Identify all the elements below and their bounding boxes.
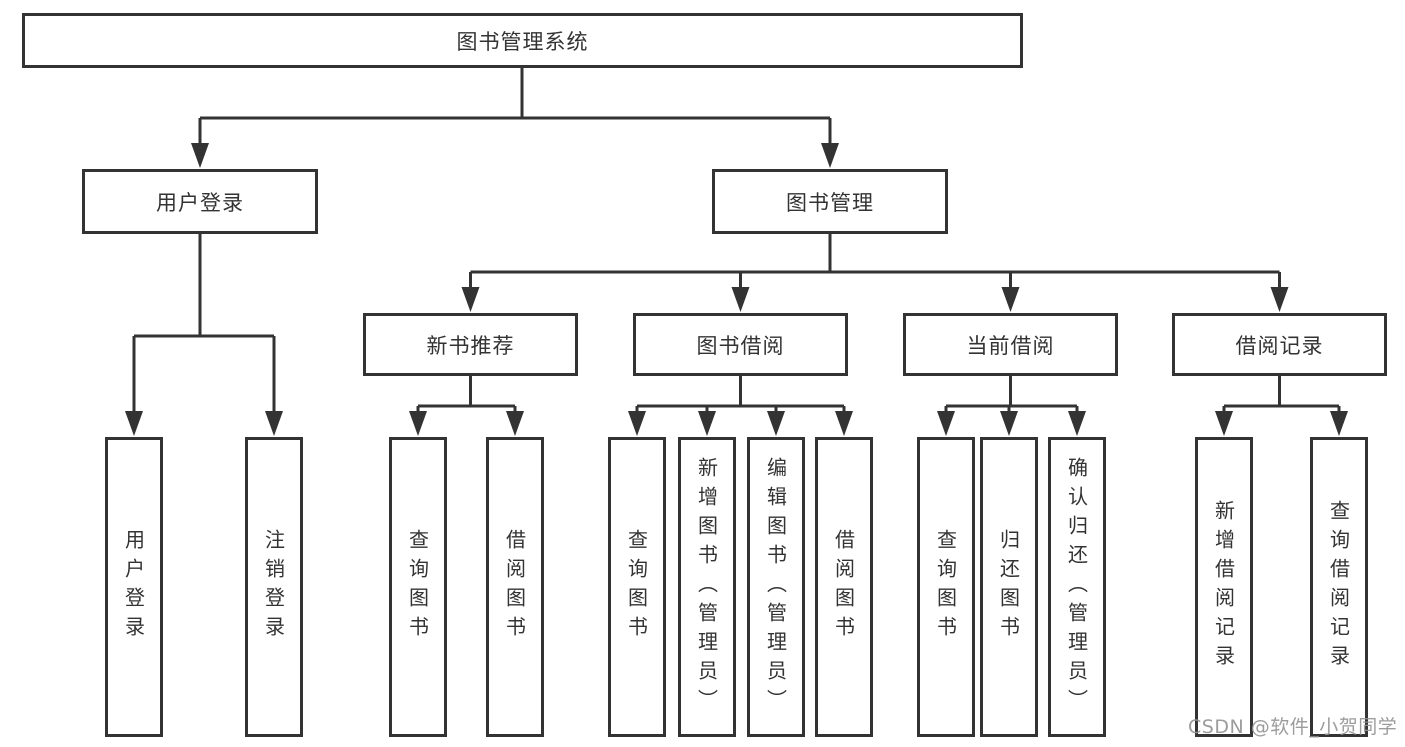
leaf-query-books-recommend: 查询图书 — [389, 437, 447, 737]
node-root-system: 图书管理系统 — [22, 13, 1023, 68]
node-book-management: 图书管理 — [712, 169, 948, 234]
node-user-login: 用户登录 — [82, 169, 318, 234]
connector-borrow-record-to-children — [1215, 376, 1348, 436]
node-borrowing-records: 借阅记录 — [1172, 313, 1387, 376]
leaf-add-books-admin: 新增图书（管理员） — [678, 437, 736, 737]
leaf-borrow-books: 借阅图书 — [815, 437, 873, 737]
leaf-edit-books-admin: 编辑图书（管理员） — [747, 437, 805, 737]
leaf-logout: 注销登录 — [245, 437, 303, 737]
leaf-query-books-current: 查询图书 — [917, 437, 975, 737]
leaf-user-login: 用户登录 — [105, 437, 163, 737]
node-book-borrowing: 图书借阅 — [633, 313, 848, 376]
leaf-return-books: 归还图书 — [980, 437, 1038, 737]
leaf-query-books-borrow: 查询图书 — [608, 437, 666, 737]
leaf-borrow-books-recommend: 借阅图书 — [486, 437, 544, 737]
connector-book-borrow-to-children — [628, 376, 853, 436]
csdn-watermark: CSDN @软件_小贺同学 — [1188, 716, 1398, 738]
connector-book-mgmt-to-level3 — [461, 234, 1289, 312]
leaf-query-borrow-record: 查询借阅记录 — [1310, 437, 1368, 737]
connector-new-book-to-children — [409, 376, 524, 436]
leaf-confirm-return-admin: 确认归还（管理员） — [1048, 437, 1106, 737]
connector-current-borrow-to-children — [937, 376, 1086, 436]
node-new-book-recommend: 新书推荐 — [363, 313, 578, 376]
leaf-add-borrow-record: 新增借阅记录 — [1195, 437, 1253, 737]
connector-user-login-to-children — [125, 234, 283, 436]
connector-root-to-level2 — [191, 68, 839, 168]
node-current-borrowing: 当前借阅 — [903, 313, 1118, 376]
